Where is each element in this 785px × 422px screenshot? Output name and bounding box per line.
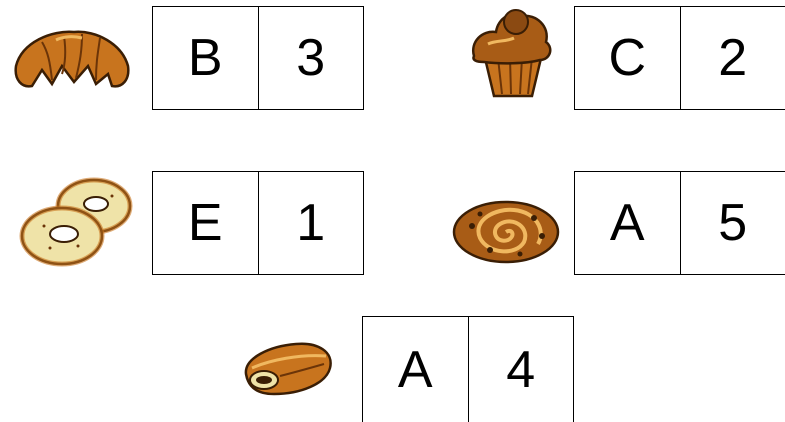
letter-number-box: A 5 (574, 171, 785, 275)
letter-cell: C (575, 7, 681, 109)
letter-cell: A (575, 172, 681, 274)
letter-number-box: E 1 (152, 171, 364, 275)
muffin-icon (466, 4, 556, 102)
cinnamon-roll-icon (450, 196, 562, 266)
croissant-icon (12, 22, 132, 94)
number-cell: 2 (681, 7, 785, 109)
letter-cell: A (363, 317, 469, 422)
letter-number-box: B 3 (152, 6, 364, 110)
pain-au-chocolat-icon (240, 338, 336, 398)
letter-cell: B (153, 7, 259, 109)
number-cell: 5 (681, 172, 785, 274)
number-cell: 1 (259, 172, 364, 274)
letter-number-box: C 2 (574, 6, 785, 110)
number-cell: 3 (259, 7, 364, 109)
bagels-icon (16, 174, 136, 270)
letter-number-box: A 4 (362, 316, 574, 422)
letter-cell: E (153, 172, 259, 274)
number-cell: 4 (469, 317, 574, 422)
